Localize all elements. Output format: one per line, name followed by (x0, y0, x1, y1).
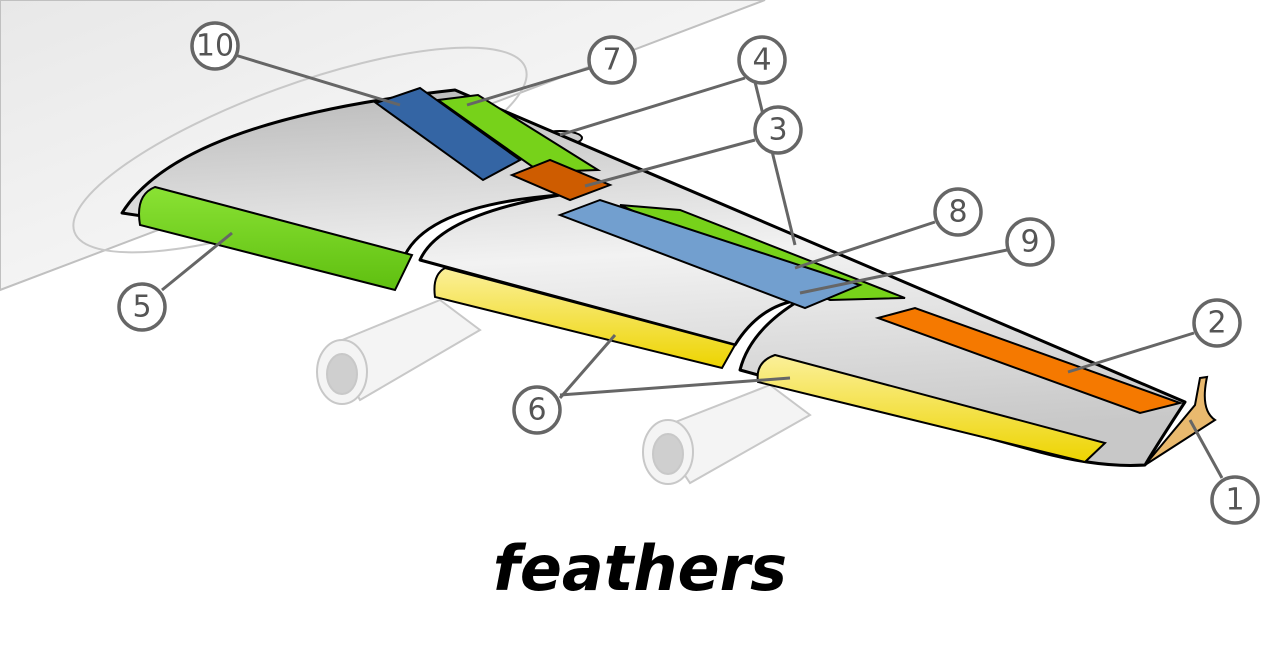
wing (120, 88, 1187, 467)
part-10-spoiler (373, 86, 522, 182)
part-2-aileron (874, 306, 1184, 415)
engine-inner (316, 298, 482, 405)
caption: feathers (492, 532, 788, 605)
engine-outer (642, 383, 812, 485)
part-7-flap (435, 93, 602, 174)
leader-lines (161, 53, 1224, 479)
callout-6: 6 (527, 393, 546, 428)
callout-1: 1 (1225, 483, 1244, 518)
part-5-slat (138, 185, 414, 292)
callout-4: 4 (752, 43, 771, 78)
callout-10: 10 (196, 29, 234, 64)
callout-5: 5 (132, 290, 151, 325)
part-9-spoiler (557, 198, 863, 310)
part-1-winglet (1144, 375, 1217, 466)
callout-7: 7 (602, 43, 621, 78)
part-3-aileron-inner (509, 158, 613, 202)
callout-8: 8 (948, 195, 967, 230)
callout-2: 2 (1207, 306, 1226, 341)
part-6-slat-inner (433, 266, 737, 370)
callout-3: 3 (768, 113, 787, 148)
part-6-slat-outer (756, 353, 1107, 464)
callout-9: 9 (1020, 225, 1039, 260)
